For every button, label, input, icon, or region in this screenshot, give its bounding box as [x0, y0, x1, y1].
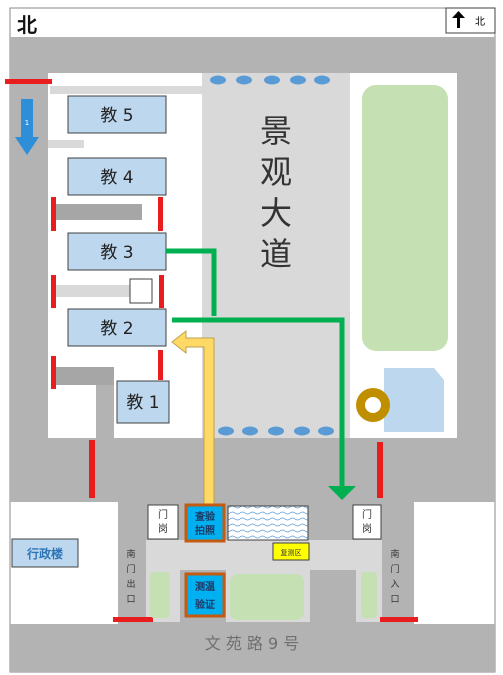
- entrance-markers: [5, 79, 418, 622]
- landscape-avenue: [202, 73, 350, 438]
- red-marker-nw: [5, 79, 52, 84]
- exit-char-2: 门: [126, 563, 135, 575]
- building-jiao5-label: 教 5: [100, 106, 133, 126]
- connector-road: [96, 385, 114, 445]
- path-jiao3: [52, 285, 132, 297]
- waiting-zone: [227, 505, 309, 541]
- red-marker-exit: [113, 617, 153, 622]
- red-marker-jiao4-left: [51, 197, 56, 231]
- exit-char-3: 出: [126, 578, 135, 590]
- green-route-jiao3: [166, 248, 217, 316]
- south-inner-road: [10, 438, 495, 502]
- building-admin[interactable]: [11, 538, 79, 568]
- small-box: [129, 278, 153, 304]
- red-marker-entry: [380, 617, 418, 622]
- south-exit-label: 南 门 出 口: [126, 548, 135, 605]
- north-indicator: [445, 7, 496, 34]
- red-marker-jiao3-right: [159, 275, 164, 308]
- down-arrow-icon: 1: [15, 99, 39, 155]
- avenue-label-4: 道: [260, 235, 292, 273]
- gate-lawn-middle: [230, 574, 304, 620]
- red-marker-south-left: [89, 440, 95, 498]
- road-label: 文 苑 路 9 号: [205, 634, 300, 653]
- checkpoint-photo-line2: 拍照: [195, 524, 215, 537]
- walkway-small: [48, 140, 84, 148]
- guard-left-line1: 门: [158, 508, 168, 521]
- east-road: [457, 37, 495, 502]
- building-jiao2[interactable]: [67, 308, 167, 347]
- red-marker-jiao3-left: [51, 275, 56, 308]
- guard-right-line1: 门: [362, 508, 372, 521]
- building-jiao3[interactable]: [67, 232, 167, 271]
- wenyuan-road: [10, 624, 495, 672]
- building-jiao3-label: 教 3: [100, 243, 133, 263]
- entry-char-1: 南: [390, 548, 399, 560]
- pavilion-center: [365, 397, 381, 413]
- checkpoint-temp-line2: 验证: [195, 598, 215, 611]
- recheck-sign-label: 复测区: [281, 548, 302, 557]
- guard-left-line2: 岗: [158, 523, 168, 535]
- checkpoint-temp[interactable]: [184, 572, 226, 618]
- checkpoint-photo[interactable]: [184, 503, 226, 543]
- red-marker-jiao2-left: [51, 356, 56, 389]
- avenue-label-1: 景: [260, 112, 292, 150]
- entry-char-4: 口: [390, 595, 399, 605]
- recheck-sign: [272, 542, 310, 561]
- building-jiao1-label: 教 1: [126, 393, 159, 413]
- path-jiao4: [52, 204, 142, 220]
- exit-char-1: 南: [126, 548, 135, 560]
- entry-char-3: 入: [390, 579, 399, 590]
- building-jiao1[interactable]: [116, 380, 170, 424]
- exit-char-4: 口: [126, 595, 135, 605]
- building-jiao4[interactable]: [67, 157, 167, 196]
- green-route-main: [172, 317, 345, 488]
- building-jiao4-label: 教 4: [100, 168, 133, 188]
- gate-platform: [146, 540, 382, 570]
- north-road: [10, 37, 495, 73]
- gate-lawn-left: [150, 572, 170, 618]
- building-admin-label: 行政楼: [26, 546, 63, 561]
- walkway-top: [50, 86, 202, 94]
- arrow-up-icon: [452, 11, 465, 28]
- corner-box: [12, 10, 42, 35]
- pond: [384, 368, 444, 432]
- svg-text:1: 1: [25, 119, 29, 127]
- path-jiao1: [52, 367, 114, 385]
- guard-right-line2: 岗: [362, 523, 372, 535]
- gate-lawn-right: [361, 572, 377, 618]
- red-marker-jiao4-right: [158, 197, 163, 231]
- entry-char-2: 门: [390, 563, 399, 575]
- avenue-dots-top: [210, 75, 330, 85]
- east-lawn: [362, 85, 448, 351]
- checkpoint-photo-line1: 查验: [194, 510, 216, 523]
- checkpoint-temp-line1: 测温: [195, 580, 215, 593]
- north-indicator-label: 北: [475, 16, 485, 28]
- building-jiao5[interactable]: [67, 95, 167, 134]
- avenue-label-3: 大: [260, 194, 292, 232]
- south-entry-label: 南 门 入 口: [390, 548, 399, 605]
- guard-booth-left: [147, 504, 179, 540]
- gap-patch: [12, 502, 28, 528]
- corner-glyph: 北: [17, 13, 37, 37]
- avenue-dots-bottom: [218, 426, 334, 436]
- building-jiao2-label: 教 2: [100, 319, 133, 339]
- red-marker-south-right: [377, 442, 383, 498]
- avenue-label-2: 观: [260, 153, 292, 191]
- guard-booth-right: [352, 504, 382, 540]
- green-arrow-head: [328, 486, 356, 500]
- red-marker-jiao2-right: [158, 350, 163, 380]
